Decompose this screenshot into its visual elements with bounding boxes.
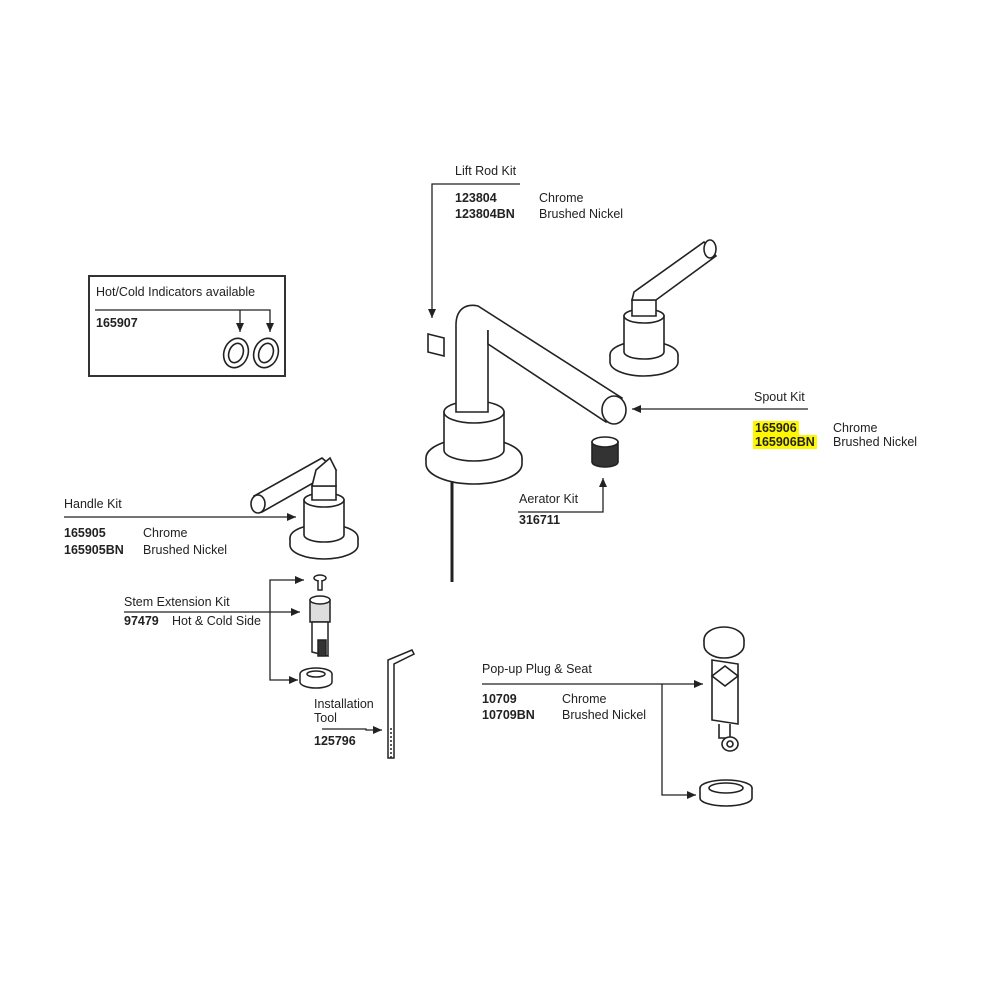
popup-nickel-part: 10709BN [482, 708, 535, 722]
stem-title: Stem Extension Kit [124, 595, 230, 609]
indicator-discs [222, 337, 280, 369]
lift-rod-leader [428, 183, 520, 318]
indicators-title: Hot/Cold Indicators available [96, 285, 256, 299]
popup-chrome-part: 10709 [482, 692, 517, 706]
popup-nickel-label: Brushed Nickel [562, 708, 647, 722]
aerator-title: Aerator Kit [519, 492, 579, 506]
lift-rod-chrome-part: 123804 [455, 191, 497, 205]
lift-rod-title: Lift Rod Kit [455, 164, 517, 178]
lift-rod-nickel-part: 123804BN [455, 207, 515, 221]
popup-seat-leader [661, 684, 696, 799]
installation-tool [387, 649, 416, 759]
spout-title: Spout Kit [754, 390, 805, 404]
aerator-leader [518, 478, 607, 513]
spout-assembly [425, 304, 627, 582]
indicator-leader [95, 309, 274, 332]
tool-title-line1: Installation [314, 697, 374, 711]
tool-part: 125796 [314, 734, 356, 748]
spout-chrome-label: Chrome [833, 421, 878, 435]
handle-nickel-label: Brushed Nickel [143, 543, 228, 557]
lift-rod-chrome-label: Chrome [539, 191, 584, 205]
popup-chrome-label: Chrome [562, 692, 607, 706]
handle-title: Handle Kit [64, 497, 122, 511]
handle-chrome-label: Chrome [143, 526, 188, 540]
hot-cold-indicator-box [88, 275, 286, 377]
popup-title: Pop-up Plug & Seat [482, 662, 592, 676]
stem-note: Hot & Cold Side [172, 614, 261, 628]
spout-nickel-label: Brushed Nickel [833, 435, 918, 449]
popup-plug-parts [699, 626, 753, 807]
spout-nickel-part: 165906BN [753, 435, 817, 449]
stem-bracket-lower [269, 612, 298, 684]
spout-chrome-part: 165906 [753, 421, 799, 435]
stem-extension-parts [299, 574, 333, 689]
lift-rod-nickel-label: Brushed Nickel [539, 207, 624, 221]
handle-nickel-part: 165905BN [64, 543, 124, 557]
right-handle [609, 239, 718, 377]
stem-bracket [269, 576, 304, 612]
indicators-part: 165907 [96, 316, 138, 330]
aerator-part: 316711 [519, 513, 561, 527]
tool-title-line2: Tool [314, 711, 337, 725]
stem-part: 97479 [124, 614, 159, 628]
left-handle [250, 456, 359, 560]
tool-leader [322, 726, 382, 734]
handle-chrome-part: 165905 [64, 526, 106, 540]
